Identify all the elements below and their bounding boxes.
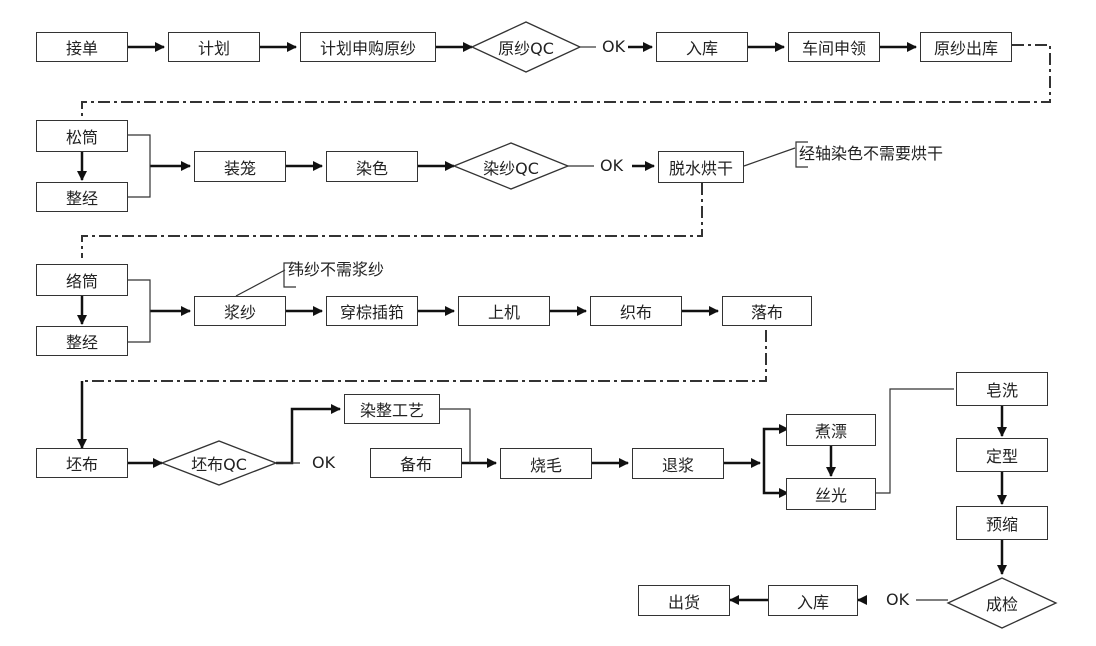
node-dyeing: 染色 xyxy=(326,151,418,182)
node-warping-1: 整经 xyxy=(36,182,128,212)
node-loose-winding: 松筒 xyxy=(36,120,128,152)
node-shipping: 出货 xyxy=(638,585,730,616)
node-raw-yarn-qc: 原纱QC xyxy=(498,39,554,58)
node-dyed-yarn-qc: 染纱QC xyxy=(483,158,539,178)
node-purchase-yarn: 计划申购原纱 xyxy=(300,32,436,62)
node-doffing: 落布 xyxy=(722,296,812,326)
node-loom-setup: 上机 xyxy=(458,296,550,326)
ok-label-4: OK xyxy=(886,590,910,609)
node-receive-order: 接单 xyxy=(36,32,128,62)
node-drawing-in: 穿棕插筘 xyxy=(326,296,418,326)
node-workshop-requisition: 车间申领 xyxy=(788,32,880,62)
node-sizing: 浆纱 xyxy=(194,296,286,326)
node-warehouse-in-2: 入库 xyxy=(768,585,858,616)
node-scour-bleach: 煮漂 xyxy=(786,414,876,446)
node-greige-fabric: 坯布 xyxy=(36,448,128,478)
node-weaving: 织布 xyxy=(590,296,682,326)
node-fabric-prep: 备布 xyxy=(370,448,462,478)
node-greige-qc: 坯布QC xyxy=(191,455,247,474)
node-mercerize: 丝光 xyxy=(786,478,876,510)
node-soaping: 皂洗 xyxy=(956,372,1048,406)
node-singeing: 烧毛 xyxy=(500,448,592,479)
node-finishing-process: 染整工艺 xyxy=(344,394,440,424)
node-raw-yarn-out: 原纱出库 xyxy=(920,32,1012,62)
node-heat-setting: 定型 xyxy=(956,438,1048,472)
node-preshrink: 预缩 xyxy=(956,506,1048,540)
node-desizing: 退浆 xyxy=(632,448,724,479)
ok-label-1: OK xyxy=(602,37,626,56)
node-dewater-dry: 脱水烘干 xyxy=(658,151,744,183)
node-warehouse-in-1: 入库 xyxy=(656,32,748,62)
node-warping-2: 整经 xyxy=(36,326,128,356)
node-cage-loading: 装笼 xyxy=(194,151,286,182)
callout-weft-note: 纬纱不需浆纱 xyxy=(288,260,385,279)
node-bobbin-winding: 络筒 xyxy=(36,264,128,296)
callout-beam-dye-note: 经轴染色不需要烘干 xyxy=(799,144,944,163)
ok-label-3: OK xyxy=(312,453,336,472)
ok-label-2: OK xyxy=(600,156,624,175)
node-final-inspection: 成检 xyxy=(985,595,1018,614)
node-plan: 计划 xyxy=(168,32,260,62)
